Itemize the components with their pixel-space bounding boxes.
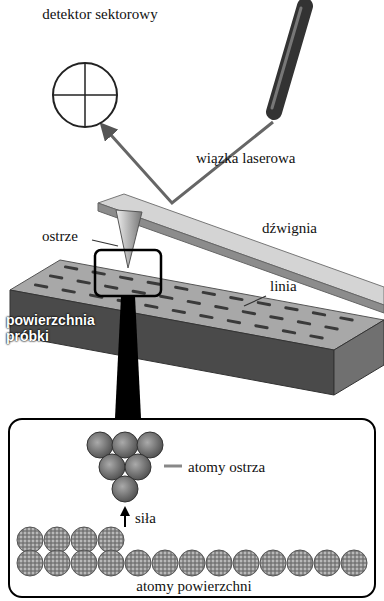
zoom-frame	[95, 250, 161, 296]
tip-atoms	[87, 432, 163, 502]
line-label: linia	[270, 278, 297, 295]
zoom-box: atomy ostrza siła atomy powierzchni	[8, 418, 376, 598]
force-label: siła	[135, 510, 156, 527]
leader-line	[92, 240, 118, 246]
laser-source	[272, 6, 305, 112]
surface-atoms	[17, 527, 367, 576]
sample-surface-label: powierzchnia próbki	[6, 312, 106, 344]
leader-dash	[164, 465, 182, 468]
sector-detector: detektor sektorowy	[15, 4, 185, 134]
detector-label: detektor sektorowy	[15, 6, 185, 23]
zoom-connector	[115, 296, 141, 418]
leader-line	[244, 296, 266, 306]
tip-label: ostrze	[42, 228, 78, 245]
beam-label: wiązka laserowa	[196, 150, 296, 167]
detector-outline	[15, 4, 185, 134]
force-arrow	[124, 508, 126, 527]
surface-atoms-label: atomy powierzchni	[10, 578, 378, 595]
cantilever-label: dźwignia	[262, 220, 317, 237]
tip-atoms-label: atomy ostrza	[188, 459, 265, 476]
tip-cone	[116, 210, 142, 268]
